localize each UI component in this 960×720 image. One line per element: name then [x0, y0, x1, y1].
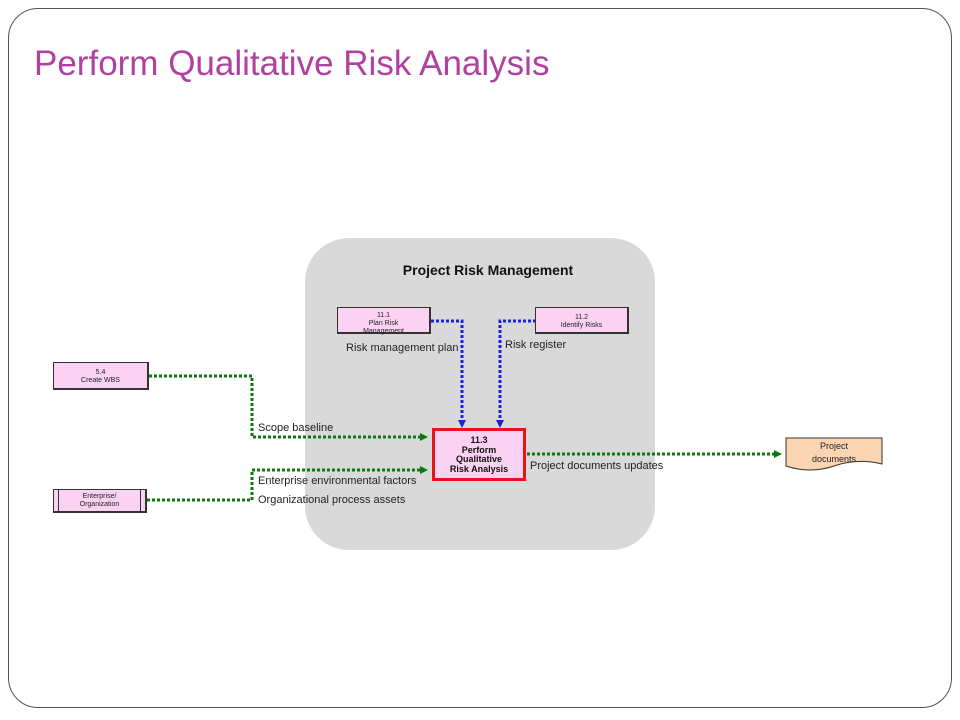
label-project-documents-updates: Project documents updates — [530, 460, 664, 472]
process-box-identify-risks: 11.2 Identify Risks — [535, 307, 629, 334]
process-name-line1: Perform — [461, 444, 497, 455]
slide-title: Perform Qualitative Risk Analysis — [34, 44, 550, 83]
entity-name-line1: Enterprise/ — [82, 493, 117, 500]
process-box-perform-qualitative-risk-analysis: 11.3 Perform Qualitative Risk Analysis — [432, 428, 526, 481]
process-name-line1: Identify Risks — [560, 322, 603, 329]
project-documents-label: Project documents — [786, 440, 882, 466]
arrow-enterprise-inputs — [147, 466, 428, 502]
project-documents-shape — [785, 437, 883, 471]
process-id: 11.3 — [470, 435, 488, 445]
process-name-line2: Qualitative — [455, 454, 502, 464]
process-box-create-wbs: 5.4 Create WBS — [53, 362, 149, 390]
process-id: 11.1 — [376, 312, 391, 319]
label-enterprise-environmental-factors: Enterprise environmental factors — [258, 475, 417, 487]
doc-name-line1: Project — [819, 441, 848, 451]
doc-name-line2: documents — [811, 454, 857, 464]
process-id: 5.4 — [95, 369, 106, 376]
arrow-risk-management-plan — [431, 319, 466, 428]
label-scope-baseline: Scope baseline — [258, 422, 334, 434]
entity-divider-left — [58, 490, 59, 511]
process-name-line1: Create WBS — [81, 377, 120, 384]
label-risk-management-plan: Risk management plan — [346, 342, 459, 354]
entity-name-line2: Organization — [79, 501, 120, 508]
entity-divider-right — [140, 490, 141, 511]
process-group-background — [305, 238, 655, 550]
process-box-plan-risk-management: 11.1 Plan Risk Management — [337, 307, 431, 335]
process-name-line2: Management — [363, 328, 404, 335]
process-name-line1: Plan Risk — [368, 320, 399, 327]
arrow-scope-baseline — [149, 374, 428, 441]
arrow-risk-register — [496, 319, 536, 428]
process-name-line3: Risk Analysis — [449, 463, 509, 474]
process-id: 11.2 — [574, 314, 589, 321]
label-risk-register: Risk register — [505, 339, 567, 351]
external-entity-enterprise-organization: Enterprise/ Organization — [53, 489, 147, 513]
process-group-title: Project Risk Management — [402, 262, 574, 278]
label-organizational-process-assets: Organizational process assets — [258, 494, 406, 506]
